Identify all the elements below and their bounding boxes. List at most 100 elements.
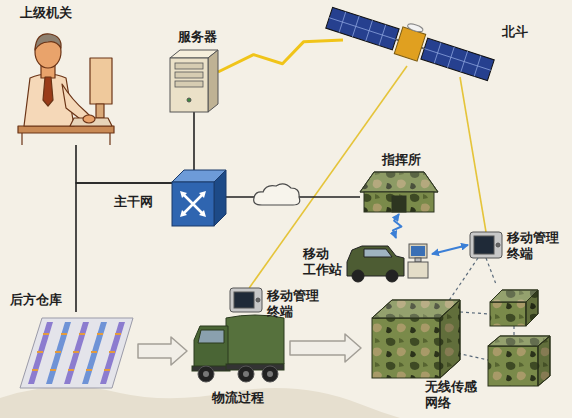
radio-link: [393, 214, 402, 238]
officer-illustration: [18, 34, 114, 145]
network-wire: [76, 183, 172, 312]
flow-arrow: [138, 337, 187, 365]
sensor-network-node: 无线传感 网络: [365, 283, 557, 386]
vehicle-illustration-part: [409, 244, 427, 258]
officer-illustration-part: [83, 115, 95, 123]
terminal-illustration-part: [470, 232, 502, 258]
terminal-illustration-part: [230, 288, 262, 312]
node-label: 上级机关: [20, 5, 72, 21]
officer-illustration-part: [90, 58, 112, 104]
server-illustration-part: [175, 72, 203, 78]
crate-illustration-part: [490, 302, 526, 326]
tent-illustration-part: [392, 196, 406, 212]
command-post-node: 指挥所: [360, 172, 438, 212]
node-label: 无线传感 网络: [425, 379, 477, 411]
server-illustration-part: [175, 63, 203, 69]
server-illustration-part: [208, 50, 218, 112]
server-node: 服务器: [170, 50, 218, 112]
officer-illustration-part: [43, 77, 53, 106]
terminal-illustration-part: [496, 243, 500, 247]
truck-illustration-part: [226, 315, 284, 364]
flow-arrow: [290, 334, 361, 362]
truck-illustration-part: [243, 371, 249, 377]
vehicle-illustration: [347, 244, 428, 282]
node-label: 主干网: [114, 194, 153, 210]
crate-illustration-part: [526, 290, 538, 326]
truck-illustration-part: [267, 371, 273, 377]
vehicle-illustration-part: [364, 249, 392, 257]
tent-illustration-part: [364, 192, 434, 212]
warehouse-illustration-part: [20, 318, 133, 388]
satellite-link: [460, 77, 486, 232]
truck-illustration-part: [194, 326, 228, 370]
tent-illustration-part: [360, 172, 438, 192]
mobile-terminal-node: 移动管理 终端: [230, 288, 262, 312]
node-label: 指挥所: [382, 152, 421, 168]
rear-warehouse-node: 后方仓库: [18, 312, 133, 390]
switch-illustration-part: [180, 210, 187, 217]
crate-illustration-part: [440, 300, 460, 378]
server-illustration-part: [175, 81, 203, 87]
server-illustration: [170, 50, 218, 112]
vehicle-illustration-part: [352, 270, 364, 282]
officer-illustration-part: [22, 133, 110, 145]
crate-illustration-part: [488, 346, 538, 386]
satellite-illustration-part: [407, 23, 424, 34]
satellite-illustration-part: [326, 7, 399, 50]
switch-illustration: [172, 170, 226, 226]
satellite-illustration-part: [421, 38, 494, 81]
switch-illustration-part: [214, 170, 226, 226]
sensor-link: [486, 258, 496, 283]
crate-illustration-part: [372, 318, 440, 378]
node-label: 移动管理 终端: [507, 230, 559, 262]
mobile-workstation-node: 移动 工作站: [345, 240, 430, 282]
vehicle-illustration-part: [415, 258, 421, 262]
network-wire: [193, 112, 195, 170]
truck-illustration-part: [262, 366, 278, 382]
switch-illustration-part: [199, 191, 206, 198]
crate-illustration: [372, 290, 550, 386]
cloud-symbol: [254, 184, 300, 205]
vehicle-illustration-part: [408, 262, 428, 278]
command-office-node: 上级机关: [15, 25, 115, 145]
vehicle-illustration-part: [411, 246, 425, 256]
background-hill: [0, 387, 400, 418]
radio-link: [432, 245, 468, 254]
node-label: 移动管理 终端: [267, 288, 319, 320]
satellite-link: [218, 40, 343, 72]
terminal-illustration-part: [474, 236, 494, 254]
officer-illustration-part: [96, 104, 104, 118]
terminal-illustration-part: [234, 292, 254, 308]
warehouse-illustration-part: [32, 334, 122, 370]
network-wire: [76, 145, 172, 183]
server-illustration-part: [170, 58, 208, 112]
switch-illustration-part: [199, 210, 206, 217]
warehouse-illustration: [20, 318, 133, 388]
crate-illustration-part: [526, 290, 538, 326]
mobile-terminal-node: 移动管理 终端: [470, 232, 502, 258]
crate-illustration-part: [538, 336, 550, 386]
crate-illustration-part: [538, 336, 550, 386]
truck-illustration-part: [198, 366, 214, 382]
backbone-switch-node: 主干网: [172, 170, 226, 226]
terminal-illustration-part: [256, 298, 260, 302]
truck-illustration-part: [203, 371, 209, 377]
node-label: 后方仓库: [10, 292, 62, 308]
switch-illustration-part: [172, 182, 214, 226]
switch-illustration-part: [184, 195, 202, 213]
vehicle-illustration-part: [386, 270, 398, 282]
node-label: 移动 工作站: [303, 246, 342, 278]
server-illustration-part: [187, 98, 191, 102]
truck-illustration-part: [198, 330, 224, 343]
node-label: 北斗: [502, 24, 528, 40]
tent-illustration: [360, 172, 438, 212]
truck-illustration-part: [238, 366, 254, 382]
switch-illustration-part: [180, 191, 187, 198]
officer-illustration-part: [18, 126, 114, 133]
node-label: 物流过程: [212, 390, 264, 406]
satellite-node: 北斗: [325, 4, 495, 82]
crate-illustration-part: [440, 300, 460, 378]
node-label: 服务器: [178, 29, 217, 45]
